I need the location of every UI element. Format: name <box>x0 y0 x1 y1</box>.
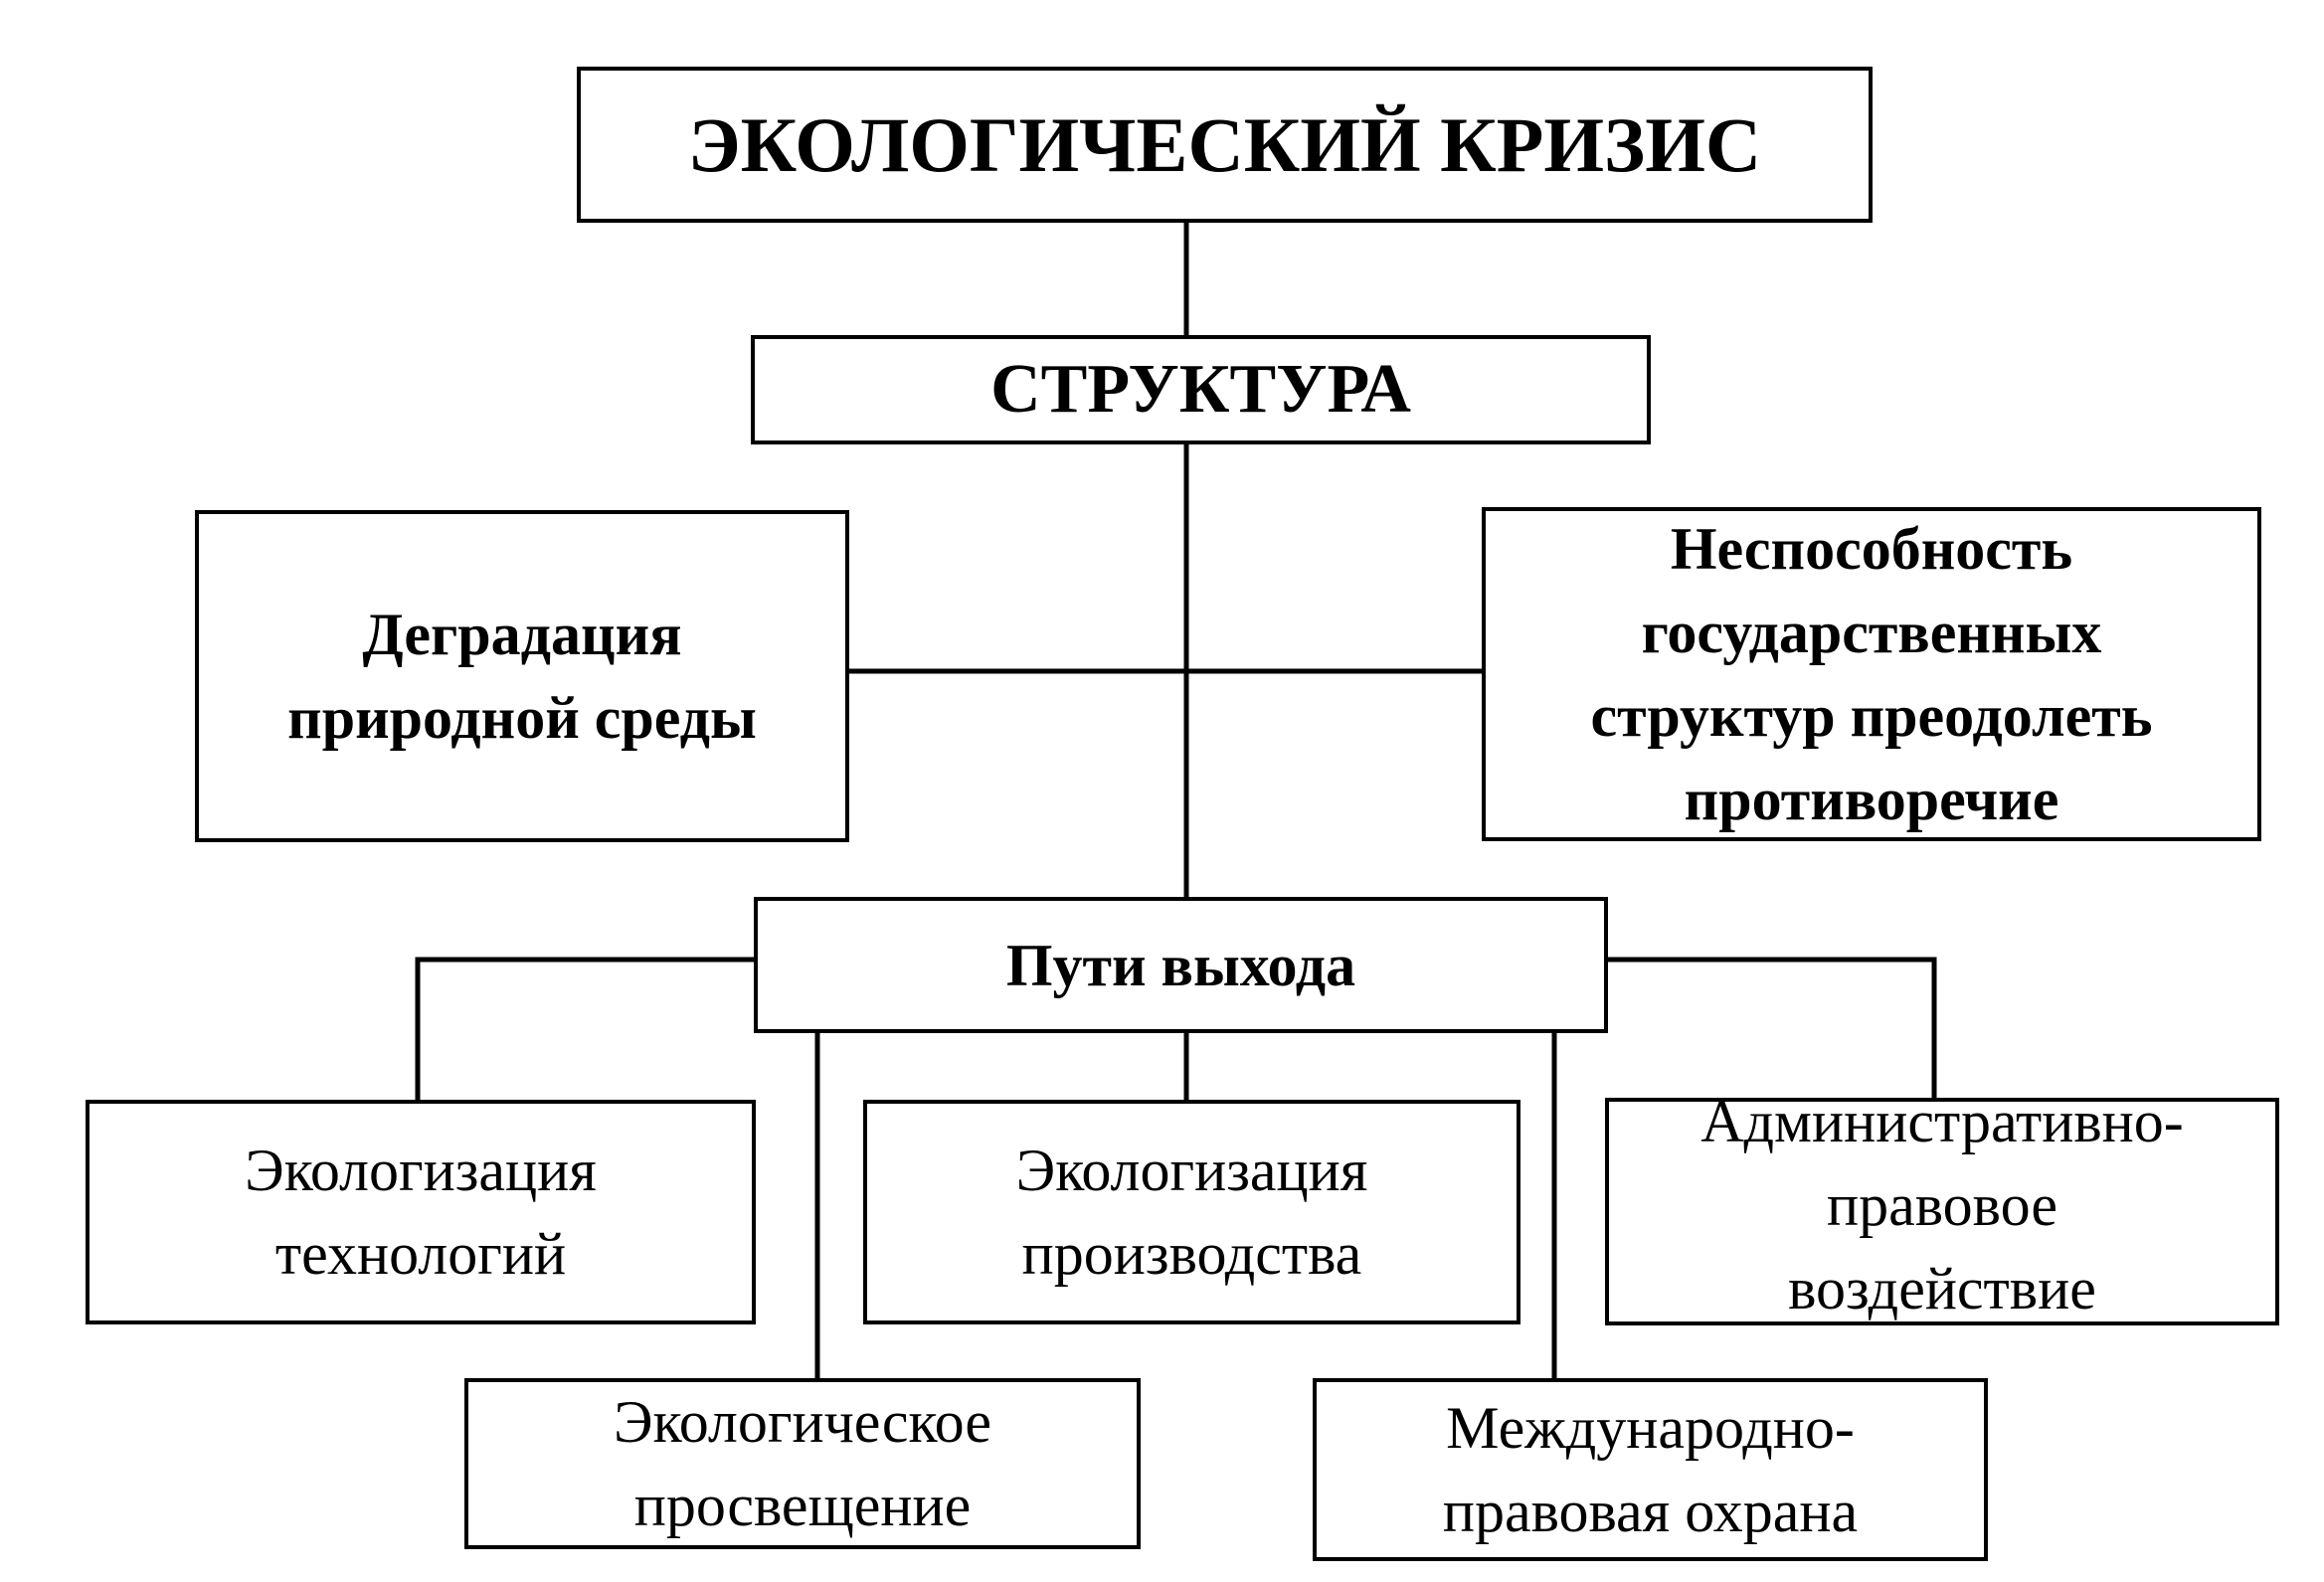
international-legal-box: Международно- правовая охрана <box>1313 1378 1988 1561</box>
ecological-crisis-title: ЭКОЛОГИЧЕСКИЙ КРИЗИС <box>687 100 1762 188</box>
eco-production-line-1: Экологизация <box>1015 1138 1368 1203</box>
eco-technologies-line-1: Экологизация <box>245 1138 597 1203</box>
admin-legal-line-3: воздействие <box>1788 1255 2096 1321</box>
inability-line-4: противоречие <box>1684 767 2059 832</box>
eco-technologies-box: Экологизация технологий <box>86 1100 756 1324</box>
inability-box: Неспособность государственных структур п… <box>1482 507 2261 841</box>
ecological-crisis-box: ЭКОЛОГИЧЕСКИЙ КРИЗИС <box>577 67 1873 223</box>
degradation-box: Деградация природной среды <box>195 510 849 842</box>
eco-education-line-2: просвещение <box>633 1473 972 1538</box>
eco-technologies-line-2: технологий <box>274 1221 567 1287</box>
line-ways-to-admin <box>1605 957 1937 1101</box>
eco-production-line-2: производства <box>1021 1221 1362 1287</box>
inability-line-3: структур преодолеть <box>1590 683 2153 749</box>
international-legal-line-1: Международно- <box>1446 1395 1855 1461</box>
degradation-line-2: природной среды <box>287 685 757 751</box>
eco-education-line-1: Экологическое <box>614 1389 991 1455</box>
inability-line-1: Неспособность <box>1670 516 2073 582</box>
admin-legal-line-2: правовое <box>1827 1171 2057 1238</box>
inability-line-2: государственных <box>1641 600 2102 665</box>
international-legal-line-2: правовая охрана <box>1442 1479 1859 1544</box>
eco-production-box: Экологизация производства <box>863 1100 1520 1324</box>
structure-label: СТРУКТУРА <box>990 351 1411 428</box>
admin-legal-box: Административно- правовое воздействие <box>1605 1089 2279 1325</box>
admin-legal-line-1: Административно- <box>1700 1088 2184 1154</box>
eco-education-box: Экологическое просвещение <box>464 1378 1141 1549</box>
degradation-line-1: Деградация <box>362 602 682 667</box>
structure-box: СТРУКТУРА <box>751 335 1651 444</box>
line-ways-to-eco-tech <box>415 957 757 1103</box>
ways-out-label: Пути выхода <box>1005 932 1356 998</box>
ways-out-box: Пути выхода <box>754 897 1608 1033</box>
